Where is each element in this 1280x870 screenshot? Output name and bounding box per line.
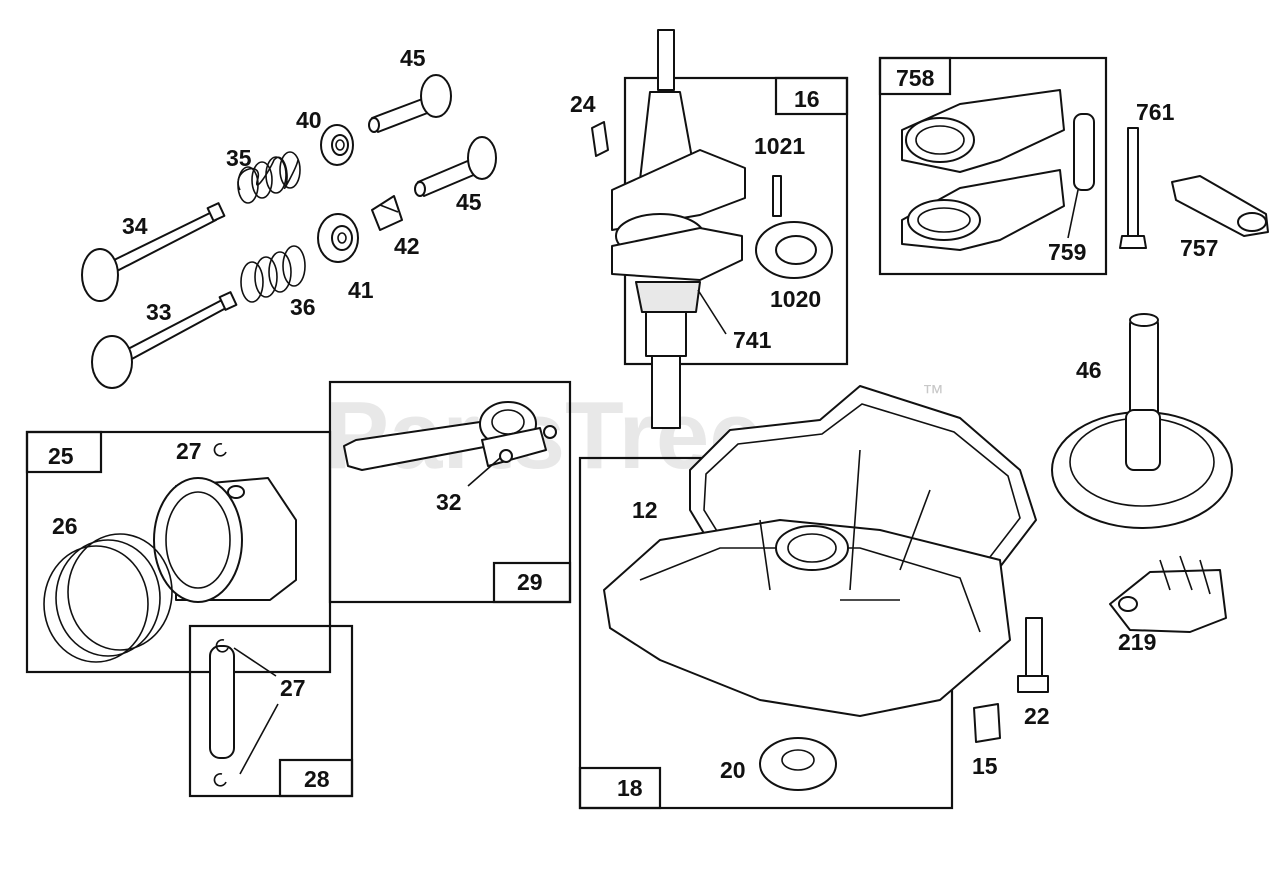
label-18: 18 <box>617 775 643 801</box>
watermark-trademark: ™ <box>922 380 944 405</box>
valve-spring-lower[interactable] <box>240 245 306 303</box>
leader-759 <box>1067 189 1079 239</box>
connecting-rod-bolt[interactable] <box>1119 127 1147 249</box>
crankcase-sump[interactable] <box>603 449 1011 717</box>
valve-spring-upper[interactable] <box>237 151 301 204</box>
governor-assembly[interactable] <box>1109 555 1227 633</box>
piston-pin[interactable] <box>209 639 235 787</box>
crankshaft-key[interactable] <box>591 121 609 157</box>
valve-exhaust[interactable] <box>91 291 238 389</box>
piston-pin-assembly-box <box>188 624 354 798</box>
valve-keepers[interactable] <box>371 195 403 231</box>
label-27-lower: 27 <box>280 675 306 701</box>
rod-assembly-box <box>328 380 572 604</box>
label-219: 219 <box>1118 629 1156 655</box>
valve-lifter-upper[interactable] <box>368 74 452 133</box>
rod-box-tab <box>492 561 572 604</box>
drain-plug[interactable] <box>973 703 1001 743</box>
valve-intake[interactable] <box>81 202 226 302</box>
connecting-rod-lower-half[interactable] <box>901 169 1065 251</box>
sump-box-tab <box>578 766 662 810</box>
label-20: 20 <box>720 757 746 783</box>
piston[interactable] <box>153 477 297 603</box>
crankshaft[interactable] <box>611 29 746 429</box>
crankshaft-box-tab <box>774 76 849 116</box>
label-35: 35 <box>226 145 252 171</box>
label-45-lower: 45 <box>456 189 482 215</box>
piston-pin-box-tab <box>278 758 354 798</box>
valve-retainer-upper[interactable] <box>320 124 354 166</box>
label-761: 761 <box>1136 99 1175 125</box>
label-757: 757 <box>1180 235 1218 261</box>
label-16: 16 <box>794 86 820 112</box>
connecting-rod[interactable] <box>343 401 557 471</box>
connecting-rod-dowel[interactable] <box>1073 113 1095 191</box>
label-33: 33 <box>146 299 172 325</box>
label-12: 12 <box>632 497 658 523</box>
label-29: 29 <box>517 569 543 595</box>
label-34: 34 <box>122 213 148 239</box>
leader-741 <box>697 289 727 335</box>
label-25: 25 <box>48 443 74 469</box>
label-1020: 1020 <box>770 286 821 312</box>
label-759: 759 <box>1048 239 1086 265</box>
label-45-upper: 45 <box>400 45 426 71</box>
connecting-rod-small[interactable] <box>1171 175 1269 237</box>
piston-rings[interactable] <box>43 533 173 663</box>
label-46: 46 <box>1076 357 1102 383</box>
label-26: 26 <box>52 513 78 539</box>
valve-retainer-lower[interactable] <box>317 213 359 263</box>
leader-32 <box>467 457 501 487</box>
label-36: 36 <box>290 294 316 320</box>
sump-bolt[interactable] <box>1017 617 1049 693</box>
connecting-rod-box-tab <box>878 56 952 96</box>
label-24: 24 <box>570 91 596 117</box>
crankshaft-seal-ring[interactable] <box>755 221 833 279</box>
connecting-rod-assembly-box <box>878 56 1108 276</box>
valve-lifter-lower[interactable] <box>414 136 497 197</box>
crankshaft-pin[interactable] <box>772 175 782 217</box>
label-22: 22 <box>1024 703 1050 729</box>
label-42: 42 <box>394 233 420 259</box>
label-15: 15 <box>972 753 998 779</box>
oil-seal[interactable] <box>759 737 837 791</box>
label-1021: 1021 <box>754 133 805 159</box>
leader-27-lower <box>233 647 279 775</box>
label-41: 41 <box>348 277 374 303</box>
connecting-rod-upper-half[interactable] <box>901 89 1065 173</box>
label-28: 28 <box>304 766 330 792</box>
label-40: 40 <box>296 107 322 133</box>
label-27-upper: 27 <box>176 438 202 464</box>
camshaft[interactable] <box>1051 313 1233 529</box>
label-32: 32 <box>436 489 462 515</box>
label-741: 741 <box>733 327 772 353</box>
label-758: 758 <box>896 65 935 91</box>
piston-box-tab <box>25 430 103 474</box>
piston-clip-upper[interactable] <box>213 443 227 457</box>
